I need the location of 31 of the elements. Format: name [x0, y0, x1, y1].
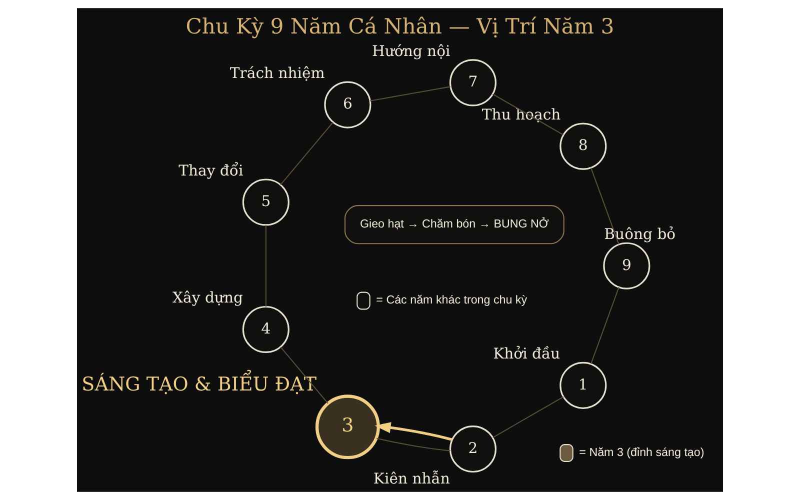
node-label: Khởi đầu	[493, 346, 560, 363]
node-label: Xây dựng	[172, 290, 243, 307]
connector	[280, 346, 328, 404]
node-label: Hướng nội	[372, 42, 450, 60]
node-circle: 5	[242, 178, 290, 226]
connector	[370, 86, 450, 102]
node-circle: 7	[449, 59, 496, 106]
connector	[590, 287, 620, 364]
legend-label: = Các năm khác trong chu kỳ	[376, 294, 528, 307]
node-label: Thay đổi	[178, 162, 244, 180]
node-circle: 2	[449, 426, 496, 473]
node-circle: 3	[315, 394, 380, 460]
node-label: Thu hoạch	[482, 106, 561, 124]
node-circle: 6	[324, 81, 372, 128]
connector	[376, 438, 450, 452]
node-box: Gieo hạt → Chăm bón → BUNG NỞ	[344, 205, 564, 244]
connector	[492, 396, 564, 438]
connector	[590, 168, 620, 244]
connector	[265, 225, 266, 307]
node-circle: 4	[242, 306, 290, 353]
node-circle: 8	[560, 122, 607, 170]
connector	[280, 122, 334, 186]
diagram-title: Chu Kỳ 9 Năm Cá Nhân — Vị Trí Năm 3	[186, 14, 614, 39]
arrow	[374, 422, 452, 441]
node-circle: 1	[560, 362, 607, 409]
node-circle: 9	[603, 242, 650, 290]
node-label: Buông bỏ	[604, 226, 676, 244]
connector	[492, 94, 564, 136]
node-label: Kiên nhẫn	[373, 470, 450, 488]
legend-label: = Năm 3 (đỉnh sáng tạo)	[579, 446, 704, 459]
node-label: Trách nhiệm	[230, 65, 325, 82]
